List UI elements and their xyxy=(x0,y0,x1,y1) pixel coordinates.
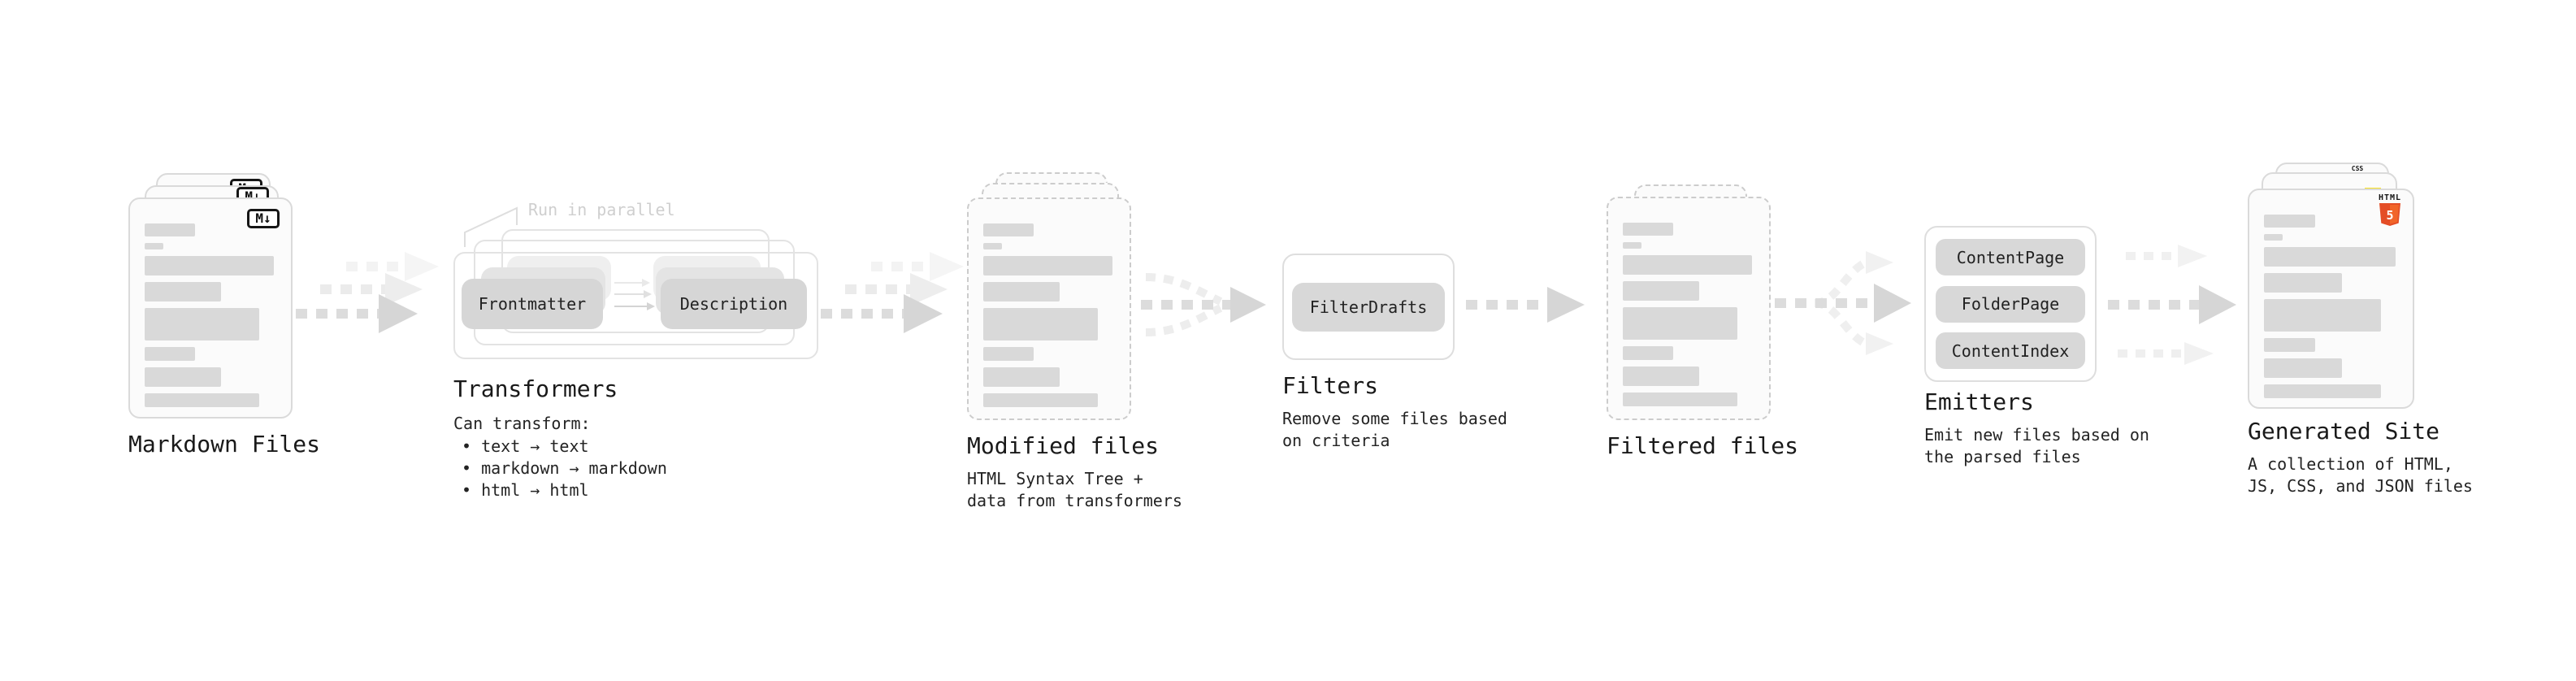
placeholder-line xyxy=(2264,299,2381,332)
html5-icon: HTML 5 xyxy=(2377,194,2403,226)
transformers-desc-heading: Can transform: xyxy=(453,414,591,433)
markdown-file-card-front: M↓ xyxy=(128,197,293,419)
placeholder-line xyxy=(2264,358,2342,378)
description-pill: Description xyxy=(661,279,807,329)
placeholder-line xyxy=(145,282,221,301)
placeholder-line xyxy=(2264,234,2283,241)
transformers-bullet: • html → html xyxy=(462,480,589,500)
flow-arrow-transformers-to-modified xyxy=(821,252,964,333)
emitters-desc: Emit new files based on xyxy=(1924,425,2149,445)
placeholder-line xyxy=(983,256,1112,275)
stage-filtered-files xyxy=(1607,184,1771,420)
emitters-title: Emitters xyxy=(1924,388,2034,415)
transformers-title: Transformers xyxy=(453,375,618,402)
placeholder-line xyxy=(145,393,259,407)
placeholder-line xyxy=(983,282,1060,301)
stage-filters: FilterDrafts xyxy=(1282,254,1455,360)
placeholder-line xyxy=(983,367,1060,387)
stage-emitters: ContentPage FolderPage ContentIndex xyxy=(1924,226,2097,382)
doc-placeholder-lines xyxy=(969,199,1130,407)
filters-desc: Remove some files based xyxy=(1282,409,1507,428)
doc-placeholder-lines xyxy=(130,199,291,407)
transformers-bullet: • markdown → markdown xyxy=(462,458,667,478)
placeholder-line xyxy=(983,393,1098,407)
filters-desc: on criteria xyxy=(1282,431,1390,450)
contentpage-pill: ContentPage xyxy=(1936,239,2085,275)
transformer-panel-front xyxy=(453,252,818,359)
modified-files-desc: HTML Syntax Tree + xyxy=(967,469,1143,488)
parallel-transform-arrows xyxy=(614,279,655,310)
placeholder-line xyxy=(2264,384,2381,398)
generated-file-card-front: HTML 5 xyxy=(2248,189,2414,409)
modified-files-desc: data from transformers xyxy=(967,491,1182,510)
generated-site-desc: A collection of HTML, xyxy=(2248,454,2453,474)
placeholder-line xyxy=(983,243,1002,249)
placeholder-line xyxy=(1623,307,1737,340)
placeholder-line xyxy=(2264,338,2315,352)
doc-placeholder-lines xyxy=(1608,198,1769,406)
frontmatter-pill: Frontmatter xyxy=(462,279,603,329)
placeholder-line xyxy=(2264,273,2342,293)
run-in-parallel-annotation: Run in parallel xyxy=(528,200,675,219)
doc-placeholder-lines xyxy=(2249,190,2413,398)
placeholder-line xyxy=(1623,242,1641,249)
flow-arrow-modified-to-filters xyxy=(1141,273,1266,336)
flow-arrow-filters-to-filtered xyxy=(1466,287,1585,323)
filterdrafts-pill: FilterDrafts xyxy=(1292,282,1445,332)
placeholder-line xyxy=(1623,346,1673,360)
stage-modified-files xyxy=(967,172,1131,420)
stage-generated-site: CSS HTML 5 xyxy=(2248,163,2414,409)
generated-site-title: Generated Site xyxy=(2248,418,2440,445)
run-in-parallel-callout-line xyxy=(464,206,518,247)
placeholder-line xyxy=(983,223,1034,236)
placeholder-line xyxy=(145,256,274,275)
stage-markdown-files: M↓ M↓ M↓ xyxy=(128,173,293,419)
modified-file-card-front xyxy=(967,197,1131,420)
flow-arrow-markdown-to-transformers xyxy=(296,252,439,333)
folderpage-pill: FolderPage xyxy=(1936,285,2085,323)
modified-files-title: Modified files xyxy=(967,432,1160,459)
placeholder-line xyxy=(145,223,195,236)
placeholder-line xyxy=(145,367,221,387)
contentindex-pill: ContentIndex xyxy=(1936,332,2085,369)
placeholder-line xyxy=(983,347,1034,361)
placeholder-line xyxy=(1623,255,1752,275)
placeholder-line xyxy=(2264,215,2315,228)
placeholder-line xyxy=(1623,367,1699,386)
placeholder-line xyxy=(2264,247,2396,267)
transformers-bullet: • text → text xyxy=(462,436,589,456)
flow-arrow-filtered-to-emitters xyxy=(1775,251,1911,355)
filters-title: Filters xyxy=(1282,372,1379,399)
placeholder-line xyxy=(145,308,259,340)
stage-transformers: Frontmatter Description xyxy=(453,229,819,361)
filtered-files-title: Filtered files xyxy=(1607,432,1799,459)
placeholder-line xyxy=(145,243,163,249)
placeholder-line xyxy=(1623,223,1673,236)
placeholder-line xyxy=(983,308,1098,340)
placeholder-line xyxy=(1623,281,1699,301)
flow-arrow-emitters-to-generated xyxy=(2108,245,2236,365)
generated-site-desc: JS, CSS, and JSON files xyxy=(2248,476,2473,496)
svg-text:5: 5 xyxy=(2386,208,2393,223)
markdown-files-title: Markdown Files xyxy=(128,431,321,458)
filtered-file-card-front xyxy=(1607,197,1771,420)
placeholder-line xyxy=(145,347,195,361)
placeholder-line xyxy=(1623,393,1737,406)
markdown-icon: M↓ xyxy=(247,209,280,228)
emitters-desc: the parsed files xyxy=(1924,447,2081,466)
